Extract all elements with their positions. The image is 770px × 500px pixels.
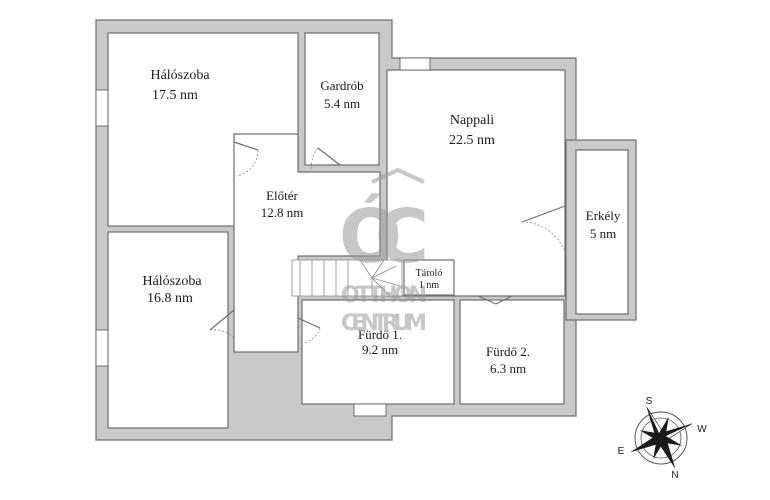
window-west-upper [95, 89, 109, 127]
label-tarolo-area: 1 nm [419, 280, 440, 291]
label-nappali-area: 22.5 nm [449, 133, 495, 148]
label-furdo-2-area: 6.3 nm [490, 361, 526, 376]
compass-south: S [646, 396, 653, 407]
label-gardrob-area: 5.4 nm [324, 96, 360, 111]
label-furdo-1-area: 9.2 nm [362, 342, 398, 357]
watermark-logo: ÓC OTTHON CENTRUM [339, 167, 429, 336]
door-nappali [521, 205, 566, 253]
door-furdo-2 [477, 295, 513, 305]
label-haloszoba-2-area: 16.8 nm [147, 291, 193, 306]
label-eloter-name: Előtér [266, 188, 298, 203]
compass-east: E [618, 446, 625, 457]
compass-west: W [697, 424, 707, 435]
door-haloszoba-1 [233, 141, 259, 177]
label-eloter-area: 12.8 nm [261, 205, 304, 220]
room-haloszoba-2 [107, 231, 229, 429]
compass-rose: S W E N [618, 396, 708, 481]
label-tarolo-name: Tároló [416, 268, 443, 279]
label-furdo-1-name: Fürdő 1. [358, 327, 402, 342]
door-gardrob [311, 147, 341, 171]
label-erkely-area: 5 nm [590, 226, 616, 241]
room-furdo-2 [459, 299, 565, 405]
room-tarolo [403, 259, 455, 296]
watermark-line-1: OTTHON [341, 283, 427, 308]
compass-north: N [671, 470, 678, 481]
label-gardrob-name: Gardrób [320, 78, 363, 93]
label-nappali-name: Nappali [450, 113, 494, 128]
window-north-nappali [399, 57, 431, 71]
room-nappali [386, 69, 566, 297]
label-erkely-name: Erkély [586, 208, 621, 223]
watermark-line-2: CENTRUM [341, 311, 427, 336]
room-eloter [233, 133, 381, 353]
door-haloszoba-2 [209, 309, 235, 339]
label-furdo-2-name: Fürdő 2. [486, 344, 530, 359]
svg-text:ÓC: ÓC [339, 192, 429, 280]
window-south-furdo [353, 403, 387, 417]
window-west-lower [95, 329, 109, 367]
room-erkely [575, 149, 629, 315]
staircase [291, 259, 403, 297]
label-haloszoba-1-name: Hálószoba [150, 68, 210, 83]
label-haloszoba-1-area: 17.5 nm [152, 88, 198, 103]
label-haloszoba-2-name: Hálószoba [142, 274, 202, 289]
door-furdo-1 [297, 317, 321, 345]
room-gardrob [304, 32, 380, 166]
